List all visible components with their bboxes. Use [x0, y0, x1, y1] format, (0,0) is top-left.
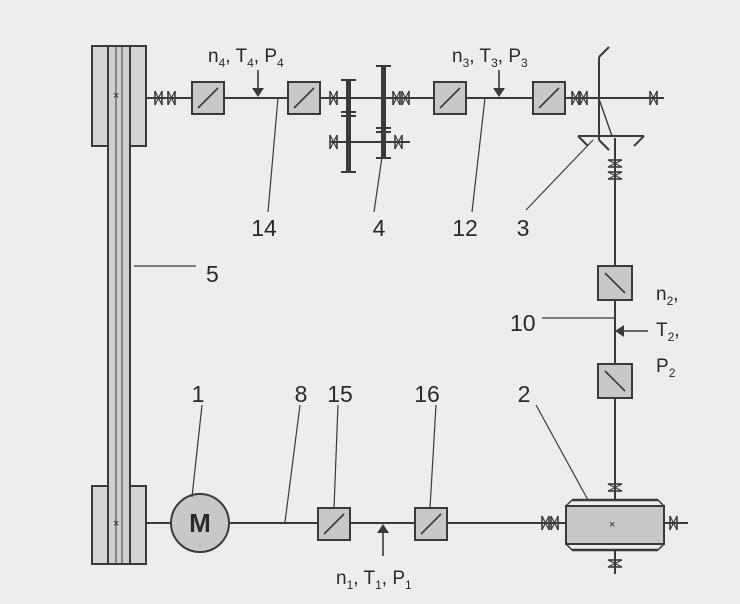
param-t3: T: [479, 46, 491, 67]
motor-symbol: M: [189, 508, 211, 538]
param-p4: P: [264, 46, 277, 67]
pulley-center-mark: ×: [113, 90, 119, 102]
label-8: 8: [295, 381, 308, 407]
leader-lines: [134, 97, 615, 523]
vertical-shaft: [597, 138, 648, 500]
param-t1: T: [363, 568, 375, 589]
svg-text:P2: P2: [656, 356, 676, 380]
param-n2: n: [656, 284, 667, 305]
output-shaft-14: [146, 70, 325, 115]
label-12: 12: [452, 215, 478, 241]
shaft-4-params: n4, T4, P4: [208, 46, 284, 70]
svg-text:n1, T1, P1: n1, T1, P1: [336, 568, 412, 592]
worm-housing: [565, 505, 665, 545]
label-3: 3: [517, 215, 530, 241]
label-15: 15: [327, 381, 353, 407]
worm-center-mark: ×: [609, 519, 615, 531]
svg-text:n3, T3, P3: n3, T3, P3: [452, 46, 528, 70]
electric-motor: [170, 493, 230, 553]
param-t2: T: [656, 320, 668, 341]
belt: [107, 45, 131, 565]
gear: [346, 80, 351, 116]
gear: [381, 128, 386, 158]
param-n1: n: [336, 568, 347, 589]
param-p2: P: [656, 356, 669, 377]
shaft-3-params: n3, T3, P3: [452, 46, 528, 70]
shaft-2-params: n2, T2, P2: [656, 284, 680, 380]
shaft-1-params: n1, T1, P1: [336, 568, 412, 592]
gear: [381, 66, 386, 132]
label-4: 4: [373, 215, 386, 241]
param-p1: P: [392, 568, 405, 589]
spur-gearbox: [325, 65, 414, 173]
svg-text:n2,: n2,: [656, 284, 679, 308]
label-1: 1: [192, 381, 205, 407]
svg-text:T2,: T2,: [656, 320, 680, 344]
worm-gear-unit: ×: [565, 498, 688, 574]
label-5: 5: [206, 261, 219, 287]
gear: [346, 112, 351, 172]
label-10: 10: [510, 310, 536, 336]
param-n4: n: [208, 46, 219, 67]
svg-text:n4, T4, P4: n4, T4, P4: [208, 46, 284, 70]
belt-drive: × ×: [91, 45, 147, 565]
param-n3: n: [452, 46, 463, 67]
label-14: 14: [251, 215, 277, 241]
coupling-16: [414, 507, 448, 541]
motor-shaft: M: [146, 493, 565, 556]
part-labels: 5 1 8 15 16 2 10 14 4 12 3: [192, 215, 536, 407]
label-2: 2: [518, 381, 531, 407]
param-t4: T: [235, 46, 247, 67]
param-p3: P: [508, 46, 521, 67]
label-16: 16: [414, 381, 440, 407]
pulley-center-mark: ×: [113, 518, 119, 530]
intermediate-shaft-12: [414, 70, 664, 115]
